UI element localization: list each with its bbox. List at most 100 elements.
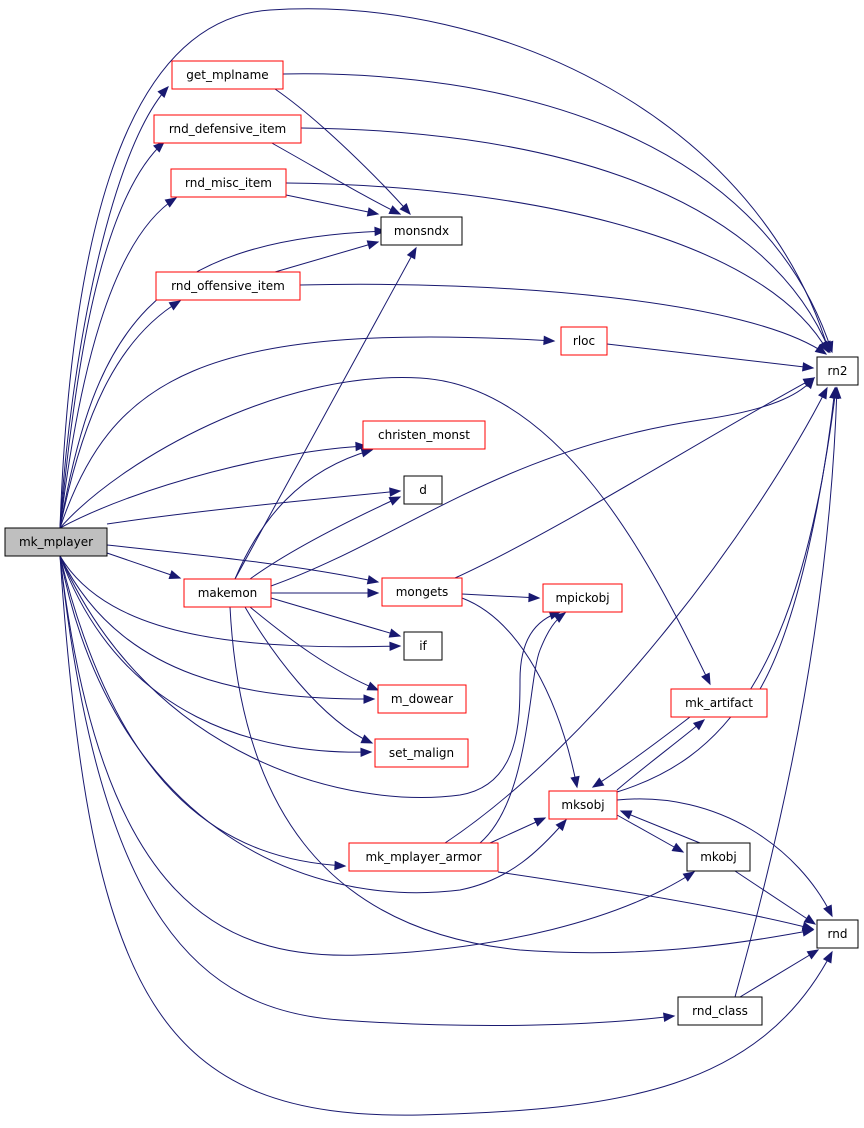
arrowhead-mk_mplayer-to-monsndx: [374, 226, 387, 237]
node-get_mplname[interactable]: get_mplname: [171, 60, 284, 90]
node-if[interactable]: if: [403, 631, 443, 661]
node-label: d: [419, 483, 427, 497]
node-rnd_defensive_item[interactable]: rnd_defensive_item: [153, 114, 302, 144]
arrowhead-mk_mplayer-to-mk_mplayer_armor: [334, 860, 347, 871]
node-rnd_misc_item[interactable]: rnd_misc_item: [170, 168, 287, 198]
node-label: mk_mplayer: [19, 535, 93, 549]
node-mpickobj[interactable]: mpickobj: [542, 583, 623, 613]
arrowhead-mk_mplayer-to-if: [389, 641, 402, 652]
arrowhead-rnd_misc_item-to-monsndx: [366, 207, 380, 217]
edge-rloc-to-rn2: [606, 343, 814, 369]
edge-get_mplname-to-monsndx: [274, 88, 411, 215]
node-makemon[interactable]: makemon: [183, 578, 272, 608]
node-box: [183, 578, 272, 608]
edge-mksobj-to-rnd: [616, 798, 833, 917]
node-m_dowear[interactable]: m_dowear: [377, 684, 467, 714]
arrowhead-mksobj-to-mk_artifact: [692, 719, 706, 731]
edge-get_mplname-to-rn2: [282, 73, 833, 353]
node-label: rloc: [573, 334, 595, 348]
node-box: [816, 919, 859, 949]
node-box: [380, 216, 463, 246]
arrowhead-mk_mplayer-to-set_malign: [360, 747, 373, 758]
node-christen_monst[interactable]: christen_monst: [362, 420, 486, 450]
node-set_malign[interactable]: set_malign: [374, 738, 469, 768]
node-monsndx[interactable]: monsndx: [380, 216, 463, 246]
edge-mksobj-to-mk_artifact: [616, 719, 705, 791]
arrowhead-mk_mplayer-to-rnd_defensive_item: [153, 141, 165, 153]
edge-rnd_defensive_item-to-rn2: [300, 127, 831, 353]
node-label: m_dowear: [391, 692, 453, 706]
arrowhead-mk_artifact-to-mksobj: [591, 777, 605, 788]
node-rnd_offensive_item[interactable]: rnd_offensive_item: [155, 271, 301, 301]
arrowhead-rnd_class-to-rnd: [806, 949, 820, 960]
arrowhead-makemon-to-m_dowear: [366, 681, 380, 691]
node-box: [548, 790, 618, 820]
arrowhead-mk_mplayer-to-christen_monst: [355, 441, 368, 452]
edge-mk_mplayer_armor-to-mpickobj: [479, 612, 566, 844]
node-label: mpickobj: [555, 591, 609, 605]
edge-rnd_misc_item-to-rn2: [285, 182, 829, 353]
edge-mk_mplayer-to-get_mplname: [59, 86, 169, 529]
node-label: rnd_defensive_item: [169, 122, 286, 136]
edge-makemon-to-d: [249, 496, 401, 580]
edge-mk_artifact-to-mksobj: [592, 716, 691, 788]
arrowhead-mksobj-to-rnd: [823, 904, 833, 918]
call-graph-nodes: mk_mplayer get_mplname rnd_defensive_itemr…: [4, 60, 859, 1026]
edge-makemon-to-rnd: [229, 606, 814, 954]
node-label: rnd_misc_item: [185, 176, 272, 190]
arrowhead-rnd_class-to-rn2: [831, 386, 842, 399]
node-mk_mplayer[interactable]: mk_mplayer: [4, 527, 108, 557]
node-label: set_malign: [389, 746, 454, 760]
edge-mk_artifact-to-rn2: [759, 387, 836, 690]
node-label: rn2: [828, 364, 848, 378]
node-box: [377, 684, 467, 714]
node-label: monsndx: [394, 224, 449, 238]
edge-mk_mplayer-to-rnd_offensive_item: [59, 300, 181, 529]
edge-mk_mplayer-to-rloc: [59, 336, 555, 529]
edge-mk_mplayer-to-mkobj: [59, 555, 695, 956]
arrowhead-mongets-to-mpickobj: [528, 592, 541, 603]
edge-mkobj-to-rnd: [734, 870, 816, 925]
node-mk_artifact[interactable]: mk_artifact: [670, 688, 768, 718]
node-box: [381, 577, 463, 607]
arrowhead-makemon-to-christen_monst: [360, 448, 374, 458]
node-label: mongets: [396, 585, 449, 599]
node-label: mksobj: [561, 798, 604, 812]
edge-mk_mplayer-to-rnd_misc_item: [59, 197, 177, 529]
edge-mongets-to-mpickobj: [461, 593, 540, 599]
arrowhead-mk_mplayer-to-mksobj: [555, 818, 567, 832]
arrowhead-makemon-to-mongets: [367, 588, 380, 598]
edge-mk_mplayer_armor-to-rn2: [444, 387, 828, 844]
node-box: [670, 688, 768, 718]
node-mongets[interactable]: mongets: [381, 577, 463, 607]
edge-rnd_defensive_item-to-monsndx: [269, 141, 401, 215]
edge-mk_mplayer-to-rnd: [59, 555, 833, 1116]
edge-mk_mplayer-to-rnd_class: [59, 555, 675, 1026]
edge-rnd_offensive_item-to-rn2: [299, 283, 827, 355]
edge-mksobj-to-mkobj: [616, 814, 684, 853]
arrowhead-rnd_misc_item-to-rn2: [818, 340, 829, 354]
node-rnd[interactable]: rnd: [816, 919, 859, 949]
node-box: [374, 738, 469, 768]
node-rnd_class[interactable]: rnd_class: [677, 996, 763, 1026]
edge-rnd_class-to-rn2: [734, 387, 838, 998]
arrowhead-rnd_offensive_item-to-monsndx: [366, 240, 380, 250]
node-d[interactable]: d: [403, 475, 443, 505]
node-mkobj[interactable]: mkobj: [686, 842, 751, 872]
node-mk_mplayer_armor[interactable]: mk_mplayer_armor: [348, 842, 499, 872]
arrowhead-mk_mplayer-to-makemon: [168, 570, 182, 580]
node-mksobj[interactable]: mksobj: [548, 790, 618, 820]
node-label: rnd_class: [692, 1004, 748, 1018]
arrowhead-mk_mplayer-to-rloc: [543, 335, 556, 346]
arrowhead-mk_mplayer_armor-to-mksobj: [533, 817, 547, 827]
node-rn2[interactable]: rn2: [816, 356, 859, 386]
node-label: rnd_offensive_item: [171, 279, 285, 293]
node-box: [4, 527, 108, 557]
node-rloc[interactable]: rloc: [560, 326, 608, 356]
edge-mongets-to-mksobj: [461, 597, 578, 788]
node-label: mk_artifact: [685, 696, 753, 710]
node-label: rnd: [828, 927, 848, 941]
node-box: [686, 842, 751, 872]
edge-mk_mplayer-to-monsndx: [59, 230, 386, 529]
